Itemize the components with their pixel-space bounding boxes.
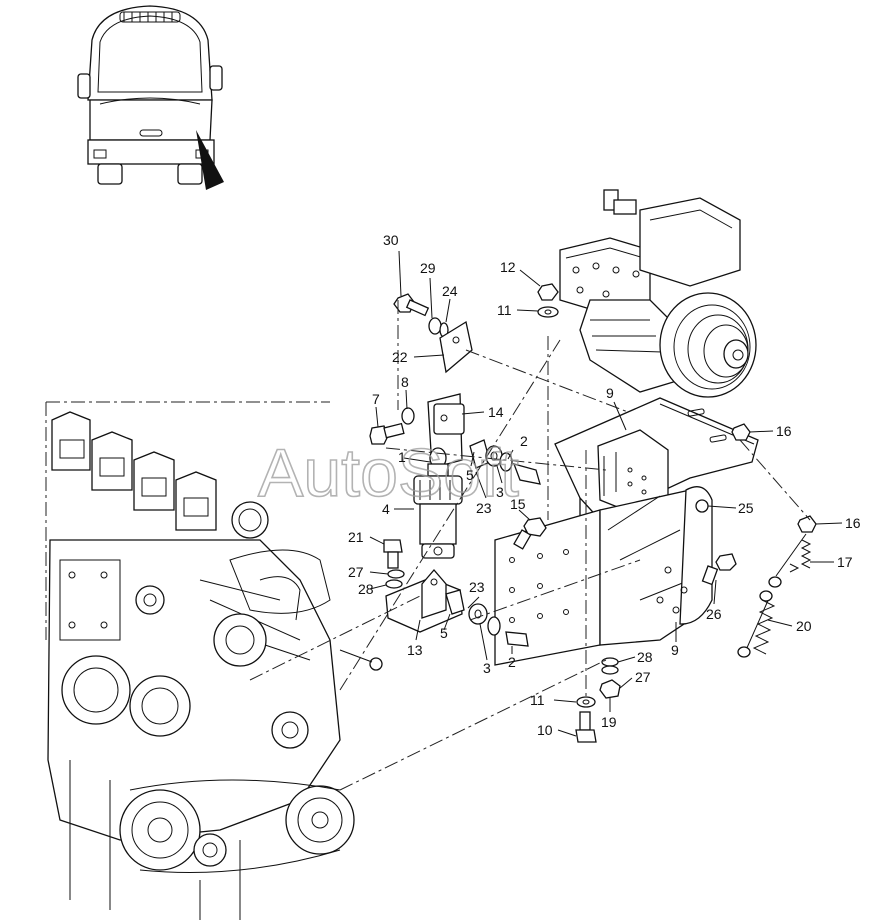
leader-lines — [369, 250, 843, 737]
callout-23-upper: 23 — [476, 500, 492, 516]
callout-29: 29 — [420, 260, 436, 276]
callout-30: 30 — [383, 232, 399, 248]
callout-19: 19 — [601, 714, 617, 730]
callout-2-upper: 2 — [520, 433, 528, 449]
bus-locator-icon — [77, 5, 224, 190]
callout-21: 21 — [348, 529, 364, 545]
small-parts-illustration — [369, 283, 817, 743]
callout-7: 7 — [372, 391, 380, 407]
callout-16-upper: 16 — [776, 423, 792, 439]
callout-11-upper: 11 — [497, 302, 512, 318]
callout-25: 25 — [738, 500, 754, 516]
compressor-bracket-illustration — [494, 397, 759, 666]
callout-24: 24 — [442, 283, 458, 299]
assembly-lines — [249, 300, 811, 791]
watermark-text: AutoSoft — [258, 435, 519, 511]
callout-1: 1 — [398, 449, 406, 465]
callout-9-lower: 9 — [671, 642, 679, 658]
callout-15: 15 — [510, 496, 526, 512]
callout-11-lower: 11 — [530, 692, 545, 708]
callout-12: 12 — [500, 259, 516, 275]
callout-2-lower: 2 — [508, 654, 516, 670]
callout-26: 26 — [706, 606, 722, 622]
callout-labels: 30 29 24 12 11 22 8 7 14 1 5 2 3 23 4 15… — [348, 232, 861, 738]
callout-17: 17 — [837, 554, 853, 570]
callout-13: 13 — [407, 642, 423, 658]
callout-14: 14 — [488, 404, 504, 420]
callout-22: 22 — [392, 349, 408, 365]
callout-3-lower: 3 — [483, 660, 491, 676]
ac-compressor-illustration — [559, 189, 757, 398]
callout-3-upper: 3 — [496, 484, 504, 500]
callout-8: 8 — [401, 374, 409, 390]
callout-9-upper: 9 — [606, 385, 614, 401]
callout-5-lower: 5 — [440, 625, 448, 641]
callout-23-lower: 23 — [469, 579, 485, 595]
engine-block-illustration — [45, 401, 383, 920]
callout-28-left: 28 — [358, 581, 374, 597]
callout-10: 10 — [537, 722, 553, 738]
callout-28-right: 28 — [637, 649, 653, 665]
callout-27-left: 27 — [348, 564, 364, 580]
callout-20: 20 — [796, 618, 812, 634]
callout-16-lower: 16 — [845, 515, 861, 531]
callout-27-right: 27 — [635, 669, 651, 685]
callout-5-upper: 5 — [466, 467, 474, 483]
callout-4: 4 — [382, 501, 390, 517]
